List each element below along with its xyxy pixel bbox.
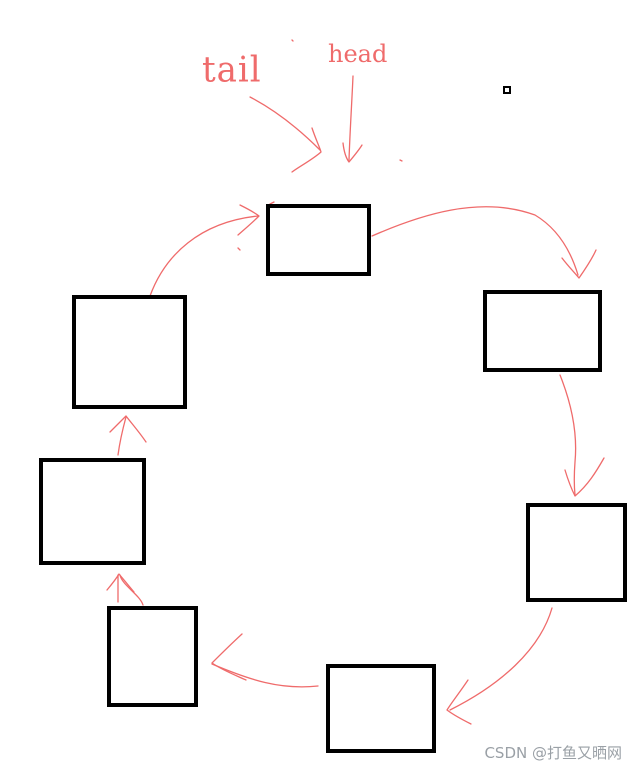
link-arrow-3-4: [449, 607, 553, 711]
queue-node-6: [39, 458, 146, 565]
head-pointer-arrowhead: [342, 142, 363, 163]
link-arrowhead-2-3: [564, 457, 605, 497]
link-arrowhead-6-7: [109, 415, 147, 443]
queue-node-5: [107, 606, 198, 707]
tail-pointer-arrowhead: [291, 127, 322, 173]
head-label: head: [328, 40, 388, 68]
stray-mark: [237, 39, 403, 251]
tail-label: tail: [202, 49, 262, 91]
link-arrowhead-5-6: [106, 573, 135, 593]
link-arrow-2-3: [559, 374, 577, 496]
link-arrowhead-4-5: [211, 633, 247, 681]
link-arrowhead-7-1: [237, 204, 260, 236]
queue-node-3: [526, 503, 627, 602]
link-arrow-5-6: [117, 574, 144, 606]
link-arrow-7-1: [149, 215, 259, 297]
link-arrow-1-2: [371, 206, 579, 276]
link-arrow-6-7: [117, 416, 127, 456]
head-pointer-arrow: [348, 75, 354, 161]
watermark-text: CSDN @打鱼又晒网: [484, 744, 622, 762]
small-square-marker: [503, 86, 511, 94]
queue-node-1: [266, 204, 371, 276]
queue-node-7: [72, 295, 187, 409]
link-arrowhead-3-4: [446, 679, 472, 725]
link-arrowhead-1-2: [561, 249, 597, 279]
tail-pointer-arrow: [249, 96, 321, 151]
link-arrow-4-5: [211, 663, 319, 688]
queue-node-4: [326, 664, 436, 753]
queue-node-2: [483, 290, 602, 372]
